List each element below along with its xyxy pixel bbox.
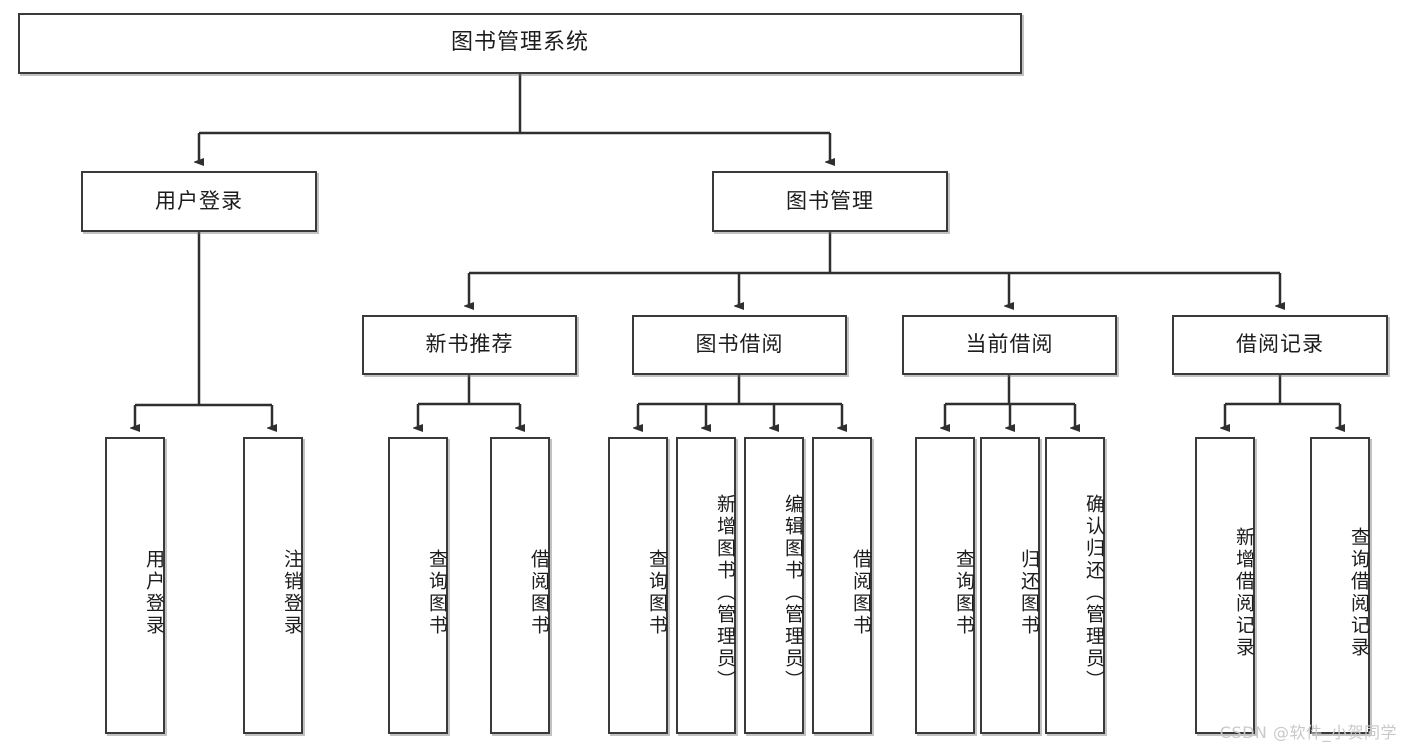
leaf-logout[interactable]: 注销登录 (243, 437, 303, 734)
node-user-login[interactable]: 用户登录 (81, 171, 317, 232)
node-label: 新书推荐 (425, 332, 514, 357)
node-label: 编辑图书（管理员） (782, 493, 804, 692)
node-current-borrow[interactable]: 当前借阅 (902, 315, 1117, 375)
node-new-book-recommend[interactable]: 新书推荐 (362, 315, 577, 375)
node-label: 查询图书 (953, 548, 975, 637)
node-label: 用户登录 (143, 548, 165, 637)
leaf-borrow-book[interactable]: 借阅图书 (812, 437, 872, 734)
node-label: 借阅记录 (1236, 332, 1324, 357)
leaf-edit-book-admin[interactable]: 编辑图书（管理员） (744, 437, 804, 734)
node-label: 图书管理系统 (450, 30, 589, 56)
node-book-borrow[interactable]: 图书借阅 (632, 315, 847, 375)
leaf-borrow-book-recommend[interactable]: 借阅图书 (490, 437, 550, 734)
node-label: 查询图书 (646, 548, 668, 637)
node-label: 确认归还（管理员） (1083, 493, 1105, 692)
node-book-management-system[interactable]: 图书管理系统 (18, 13, 1022, 74)
leaf-query-book-current[interactable]: 查询图书 (915, 437, 975, 734)
leaf-return-book[interactable]: 归还图书 (980, 437, 1040, 734)
leaf-confirm-return-admin[interactable]: 确认归还（管理员） (1045, 437, 1105, 734)
node-label: 借阅图书 (528, 548, 550, 637)
node-label: 注销登录 (281, 548, 303, 637)
node-label: 查询图书 (426, 548, 448, 637)
leaf-user-login[interactable]: 用户登录 (105, 437, 165, 734)
leaf-query-borrow-record[interactable]: 查询借阅记录 (1310, 437, 1370, 734)
node-label: 用户登录 (155, 188, 243, 213)
leaf-add-book-admin[interactable]: 新增图书（管理员） (676, 437, 736, 734)
node-label: 当前借阅 (965, 332, 1054, 357)
node-borrow-record[interactable]: 借阅记录 (1172, 315, 1388, 375)
node-label: 图书借阅 (695, 332, 784, 357)
leaf-query-book-borrow[interactable]: 查询图书 (608, 437, 668, 734)
node-label: 新增借阅记录 (1233, 526, 1255, 659)
leaf-add-borrow-record[interactable]: 新增借阅记录 (1195, 437, 1255, 734)
node-label: 查询借阅记录 (1348, 526, 1370, 659)
node-label: 图书管理 (786, 188, 874, 213)
node-label: 新增图书（管理员） (714, 493, 736, 692)
csdn-watermark: CSDN @软件_小贺同学 (1219, 723, 1397, 742)
node-label: 借阅图书 (850, 548, 872, 637)
leaf-query-book-recommend[interactable]: 查询图书 (388, 437, 448, 734)
node-book-management[interactable]: 图书管理 (712, 171, 948, 232)
node-label: 归还图书 (1018, 548, 1040, 637)
